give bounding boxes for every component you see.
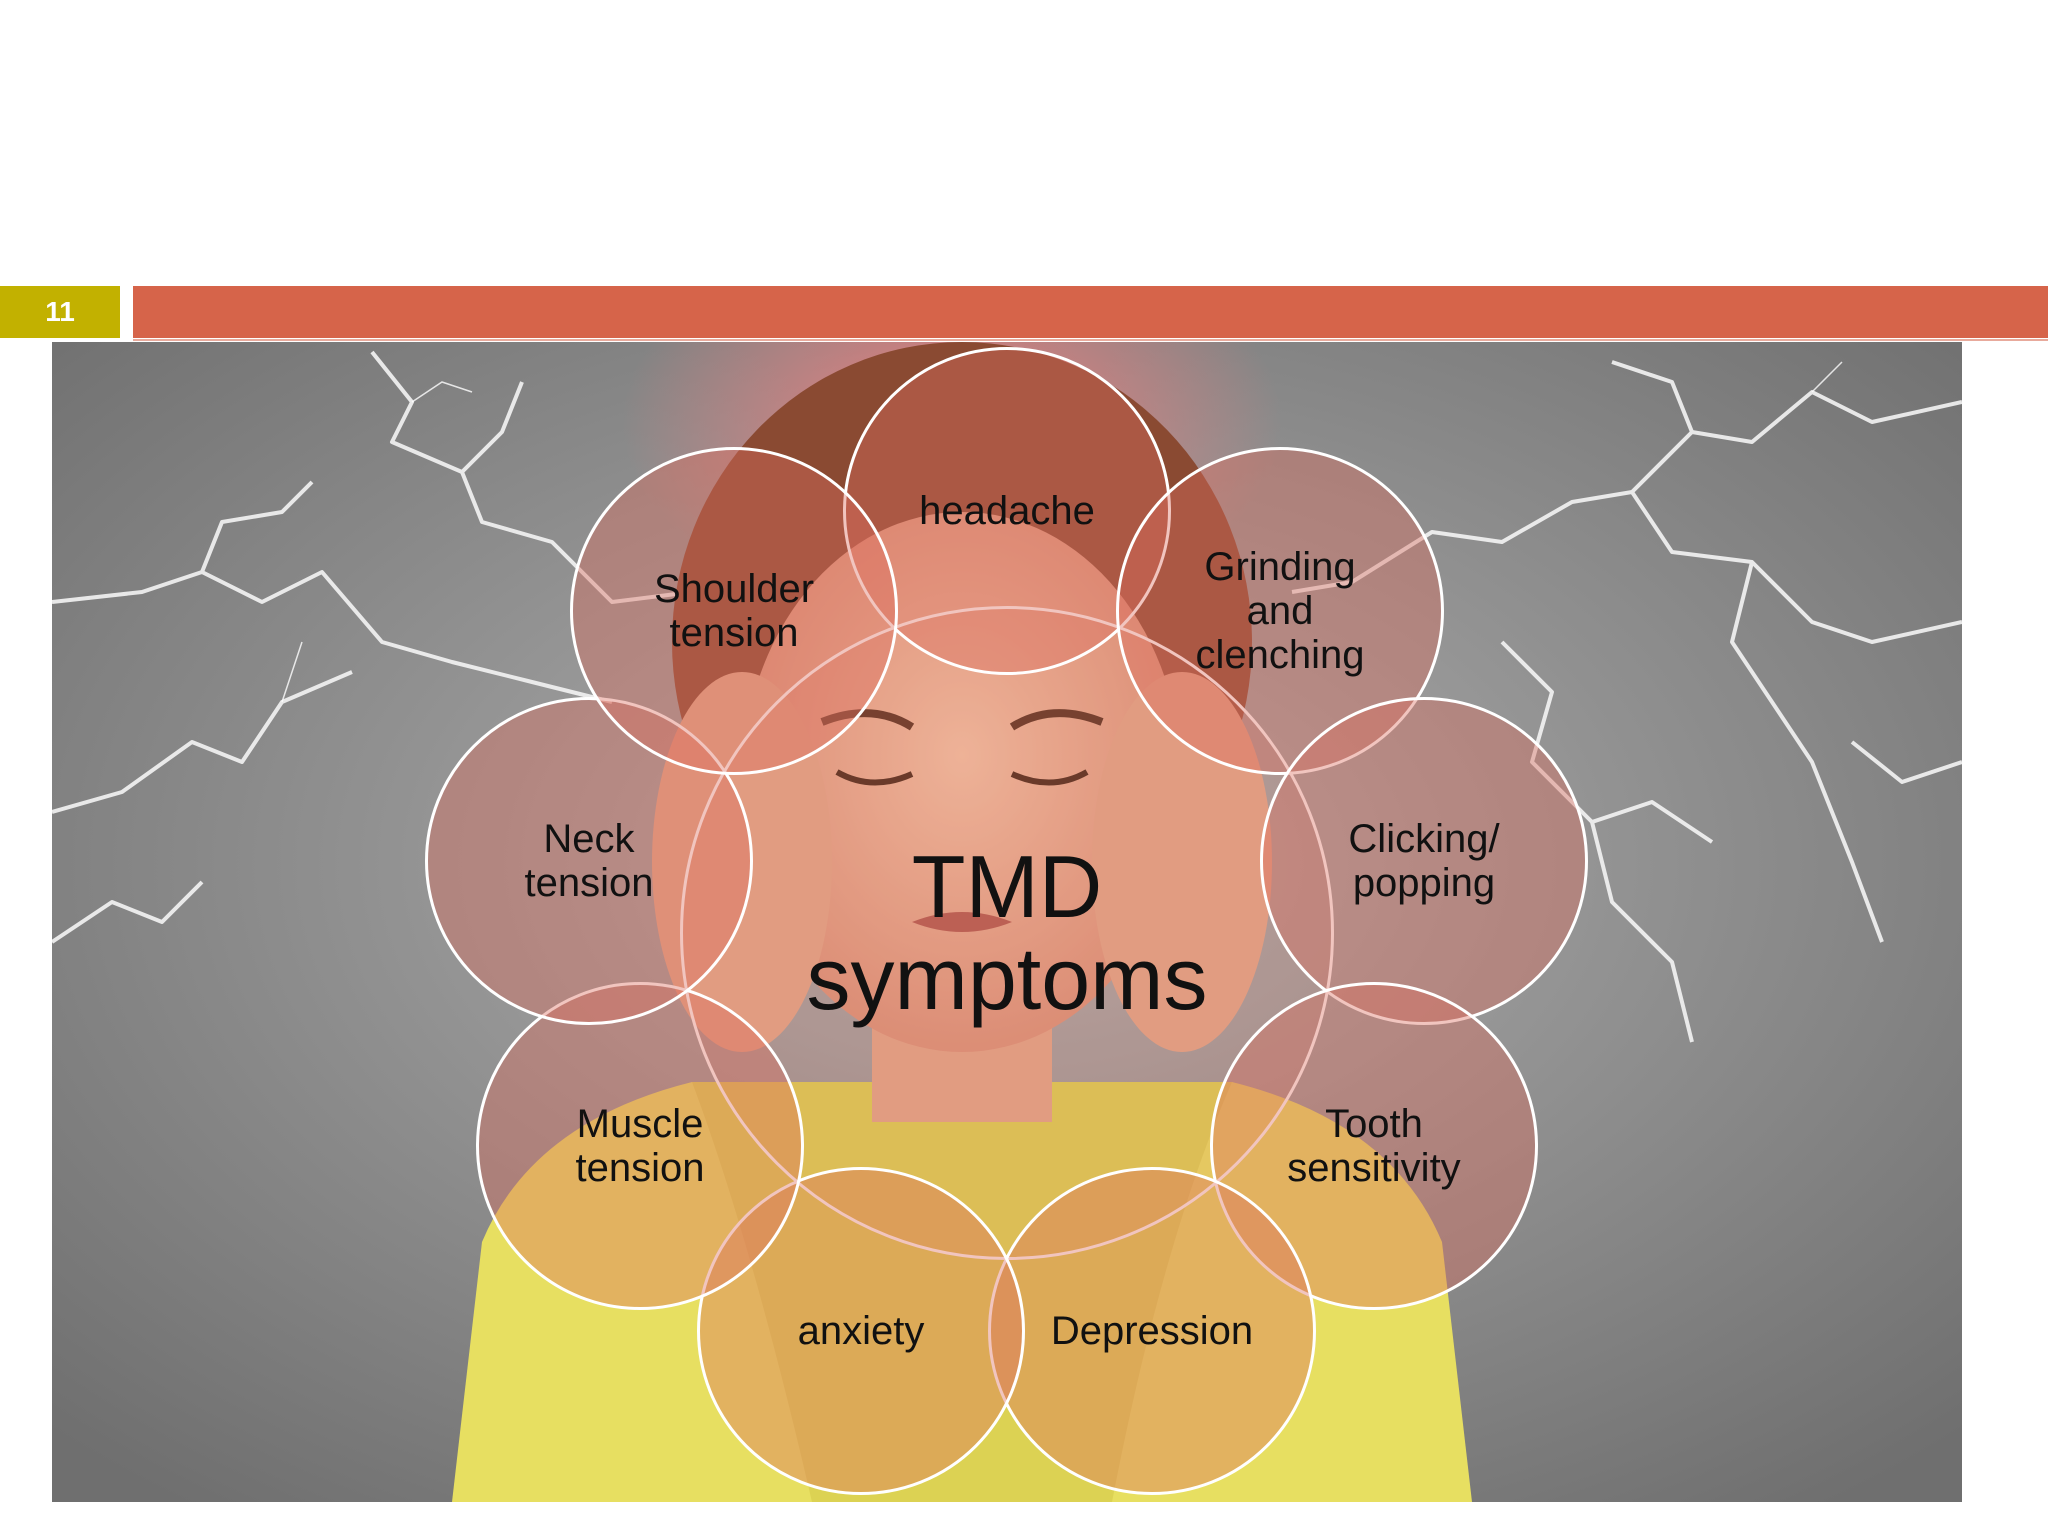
symptom-label: Muscle tension [575, 1102, 705, 1190]
title-bar-underline [133, 339, 2048, 341]
symptom-label: Depression [1050, 1309, 1254, 1353]
symptom-label: Shoulder tension [653, 567, 815, 655]
symptom-shoulder-tension[interactable]: Shoulder tension [570, 447, 898, 775]
center-label: TMD symptoms [806, 837, 1208, 1028]
symptom-muscle-tension[interactable]: Muscle tension [476, 982, 804, 1310]
page-number-text: 11 [45, 296, 75, 327]
symptom-label: Neck tension [524, 817, 654, 905]
symptom-label: Tooth sensitivity [1287, 1102, 1461, 1190]
symptom-label: Grinding and clenching [1195, 545, 1365, 677]
symptom-label: Clicking/ popping [1348, 817, 1500, 905]
symptom-label: anxiety [797, 1309, 925, 1353]
title-bar [133, 286, 2048, 338]
page-number: 11 [0, 286, 120, 338]
symptom-label: headache [919, 489, 1095, 533]
symptom-depression[interactable]: Depression [988, 1167, 1316, 1495]
symptom-clicking-popping[interactable]: Clicking/ popping [1260, 697, 1588, 1025]
